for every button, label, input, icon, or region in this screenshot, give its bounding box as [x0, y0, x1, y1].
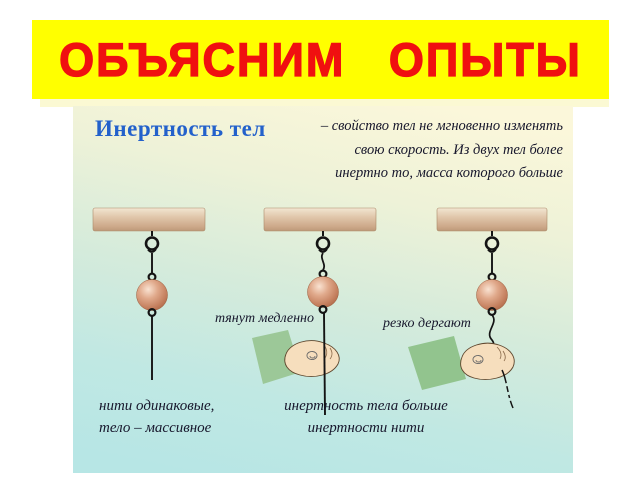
definition-line-1: – свойство тел не мгновенно изменять: [320, 118, 563, 134]
knot-2-bottom: [318, 305, 328, 314]
page-title: ОБЪЯСНИМ ОПЫТЫ: [59, 32, 582, 87]
experiment-2: [252, 207, 377, 416]
title-banner: ОБЪЯСНИМ ОПЫТЫ: [32, 20, 609, 99]
ball-3: [476, 279, 508, 311]
banner-shadow: [40, 99, 609, 107]
slide: Инертность тел – свойство тел не мгновен…: [73, 106, 573, 473]
experiments-diagram: [92, 207, 548, 416]
caption-middle-line-1: инертность тела больше: [284, 398, 448, 414]
label-jerk-sharply: резко дергают: [383, 316, 471, 331]
definition-line-2: свою скорость. Из двух тел более: [354, 141, 563, 158]
experiment-3: [408, 207, 548, 409]
hook-1: [144, 229, 160, 254]
hook-2: [315, 229, 331, 254]
slide-heading: Инертность тел: [95, 116, 266, 141]
caption-threads-identical: нити одинаковые, тело – массивное: [99, 396, 214, 439]
beam-1: [92, 207, 206, 232]
ball-2: [307, 276, 339, 308]
definition-line-3: инертно то, масса которого больше: [335, 165, 563, 181]
hand-3-knuckles: [472, 355, 484, 364]
sleeve-2: [252, 330, 301, 384]
ball-1: [136, 279, 168, 311]
caption-left-line-2: тело – массивное: [99, 419, 212, 436]
hand-3: [460, 342, 515, 380]
caption-middle-line-2: инертности нити: [307, 419, 425, 436]
label-pull-slowly: тянут медленно: [215, 311, 314, 326]
thread-2-upper: [320, 252, 326, 271]
knot-3-bottom: [487, 307, 497, 316]
sleeve-3: [408, 336, 466, 390]
beam-2: [263, 207, 377, 232]
thread-2-lower: [323, 312, 326, 416]
hand-3-fingers: [496, 346, 506, 362]
caption-body-inertia: инертность тела больше инертности нити: [276, 396, 456, 439]
caption-left-line-1: нити одинаковые,: [99, 398, 215, 414]
thread-3-snapped-lower: [501, 369, 514, 409]
beam-3: [436, 207, 548, 232]
hand-2: [284, 340, 340, 377]
experiment-1: [92, 207, 206, 380]
hand-2-knuckles: [306, 351, 318, 360]
knot-1-bottom: [147, 308, 157, 317]
hook-3: [484, 229, 500, 254]
definition-text: – свойство тел не мгновенно изменять сво…: [253, 115, 563, 186]
